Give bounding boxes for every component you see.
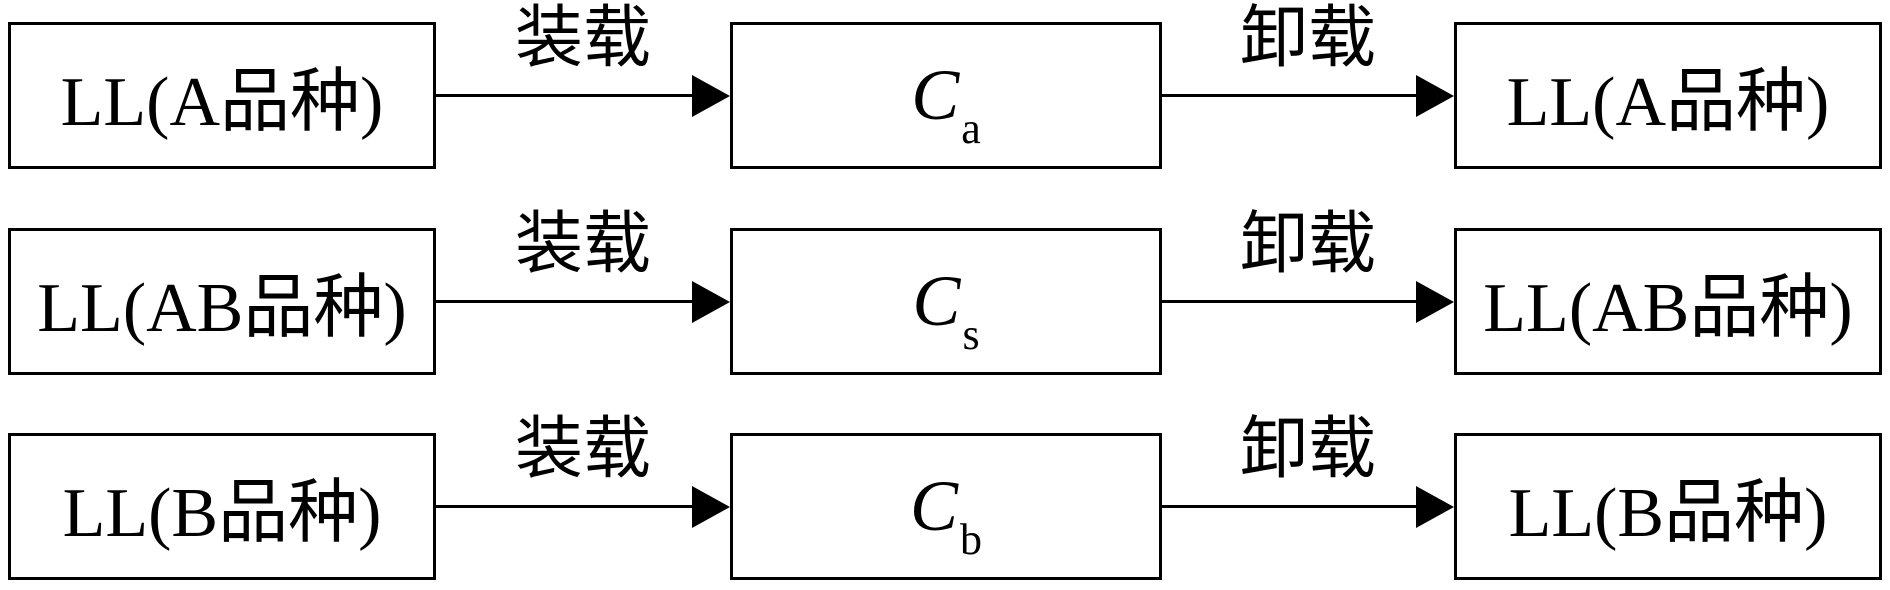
target-label-s: LL(AB品种) [1483,270,1853,347]
target-label-b: LL(B品种) [1508,475,1828,552]
unload-arrow-head-b [1416,486,1454,528]
unload-arrow-a: 卸载 [1162,0,1454,169]
load-arrow-line-a [436,94,694,97]
unload-arrow-head-s [1416,281,1454,323]
unload-label-b: 卸载 [1239,411,1376,487]
source-box-s: LL(AB品种) [8,228,436,375]
source-label-b: LL(B品种) [62,475,382,552]
load-arrow-head-s [692,281,730,323]
container-main-b: C [909,466,959,546]
unload-label-a: 卸载 [1239,0,1376,76]
load-arrow-line-s [436,300,694,303]
load-arrow-head-a [692,75,730,117]
source-label-s: LL(AB品种) [37,270,407,347]
target-box-b: LL(B品种) [1454,433,1882,580]
load-arrow-head-b [692,486,730,528]
source-label-a: LL(A品种) [60,64,384,141]
unload-label-s: 卸载 [1239,206,1376,282]
unload-arrow-line-b [1162,505,1418,508]
load-label-b: 装载 [514,411,651,487]
unload-arrow-b: 卸载 [1162,411,1454,580]
target-box-a: LL(A品种) [1454,22,1882,169]
container-main-a: C [911,55,960,135]
unload-arrow-s: 卸载 [1162,206,1454,375]
container-main-s: C [912,261,961,341]
container-sub-s: s [962,310,980,359]
load-label-a: 装载 [514,0,651,76]
load-arrow-line-b [436,505,694,508]
unload-arrow-line-s [1162,300,1418,303]
container-sub-b: b [960,515,983,564]
container-sub-a: a [961,104,981,153]
target-box-s: LL(AB品种) [1454,228,1882,375]
load-arrow-b: 装载 [436,411,730,580]
unload-arrow-line-a [1162,94,1418,97]
load-arrow-s: 装载 [436,206,730,375]
load-label-s: 装载 [514,206,651,282]
load-arrow-a: 装载 [436,0,730,169]
source-box-a: LL(A品种) [8,22,436,169]
source-box-b: LL(B品种) [8,433,436,580]
target-label-a: LL(A品种) [1506,64,1830,141]
unload-arrow-head-a [1416,75,1454,117]
